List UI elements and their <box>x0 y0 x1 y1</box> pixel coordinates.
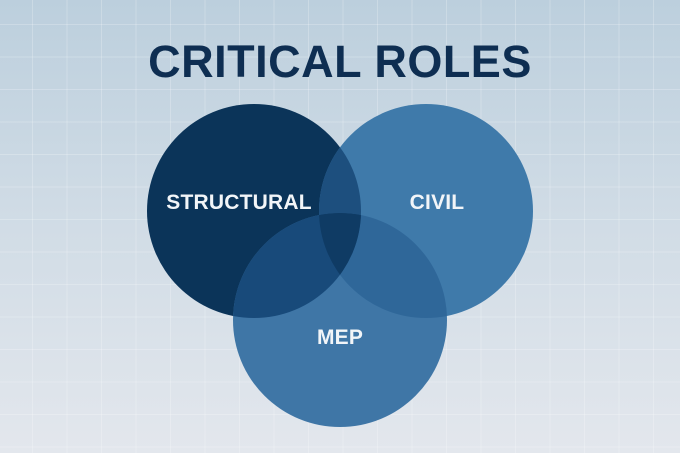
overlap-civil-mep <box>319 213 447 318</box>
label-structural: STRUCTURAL <box>166 191 312 214</box>
label-mep: MEP <box>316 326 364 349</box>
page-title: CRITICAL ROLES <box>148 36 532 87</box>
label-civil: CIVIL <box>409 191 465 214</box>
overlap-structural-mep <box>233 213 361 318</box>
